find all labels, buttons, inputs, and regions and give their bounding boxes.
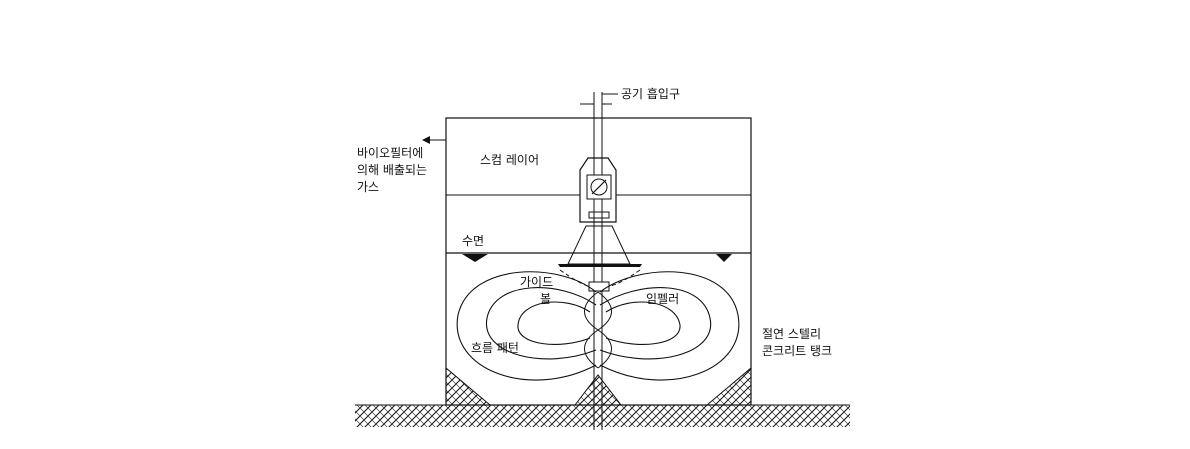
scum-layer-label: 스컴 레이어 <box>480 153 540 167</box>
air-intake-label: 공기 흡입구 <box>621 87 681 101</box>
motor-gauge-needle <box>591 179 607 195</box>
guide-plate <box>558 264 642 267</box>
flow-loop-left-inner <box>517 301 591 345</box>
flow-pattern-label: 흐름 패턴 <box>471 341 519 355</box>
guide-label: 가이드 <box>520 275 554 289</box>
exhaust-gas-label-line3: 가스 <box>357 180 380 194</box>
left-corner-fillet <box>445 366 492 406</box>
flow-loop-left-middle <box>486 287 597 360</box>
flow-loop-right-middle <box>599 287 712 360</box>
exhaust-gas-label-line2: 의해 배출되는 <box>357 163 428 177</box>
right-corner-fillet <box>705 366 752 406</box>
water-surface-label: 수면 <box>462 234 485 248</box>
center-cone <box>573 374 623 406</box>
guide-cone <box>567 225 631 265</box>
tank-label-line2: 콘크리트 탱크 <box>762 344 833 358</box>
motor-flange <box>588 211 610 219</box>
guide-dashed-right <box>609 269 641 287</box>
tank-label-line1: 절연 스텔리 <box>762 327 822 341</box>
water-surface-marker-right <box>716 254 732 262</box>
exhaust-gas-label-line1: 바이오필터에 <box>357 146 424 160</box>
flow-loop-right-outer <box>599 271 740 381</box>
impeller-label: 임펠러 <box>646 292 680 306</box>
impeller <box>588 281 610 292</box>
central-plume-b <box>584 291 612 369</box>
water-surface-marker-left <box>462 254 488 262</box>
motor-gauge-icon <box>590 178 608 196</box>
flow-loop-right-inner <box>605 301 681 345</box>
flow-loop-left-outer <box>456 271 597 381</box>
ball-label: 볼 <box>540 292 552 306</box>
